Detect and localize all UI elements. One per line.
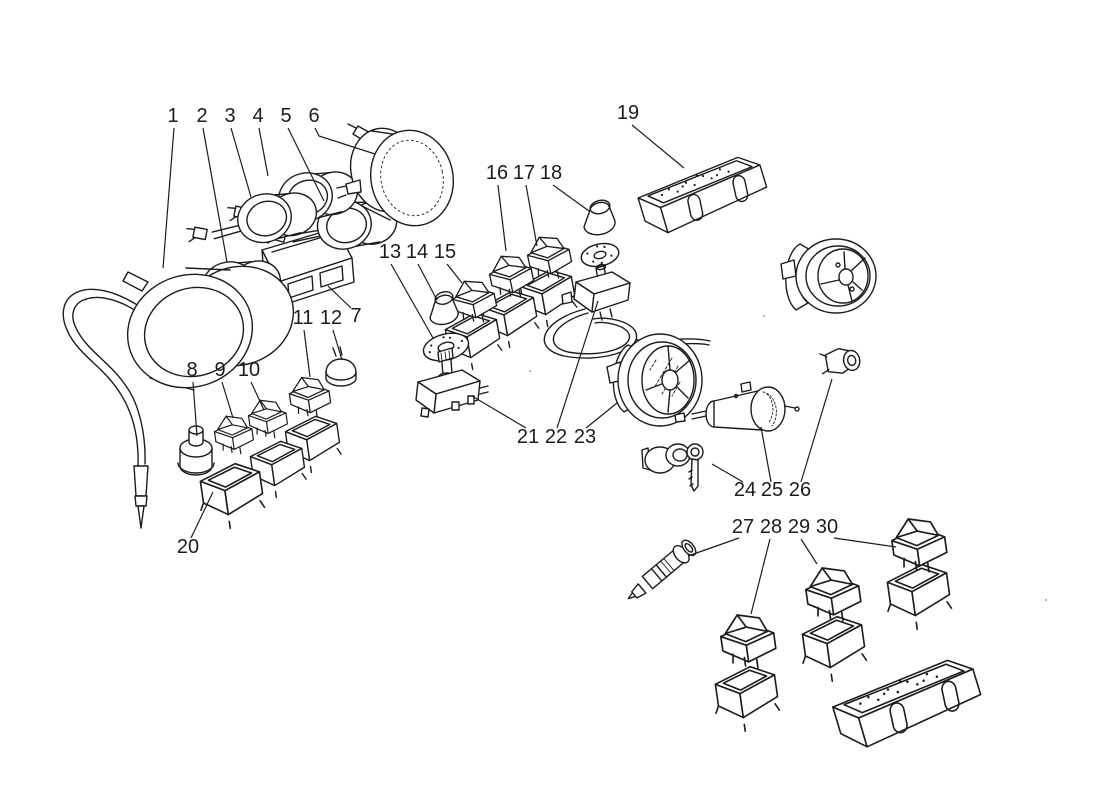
part-27-lighter [627,539,697,600]
callout-18: 18 [540,162,562,184]
callout-3: 3 [224,105,235,127]
callout-11: 11 [293,307,314,329]
callout-28: 28 [760,516,782,538]
leader-line-5 [287,127,325,202]
leader-line-22 [556,300,599,429]
leader-line-1 [162,127,175,269]
leader-line-16 [497,184,507,252]
part-28-rocker-switch [717,609,779,674]
leader-line-25 [760,426,772,483]
part-18-cap [583,199,616,236]
leader-line-18 [552,184,590,212]
callout-19: 19 [617,102,639,124]
callout-6: 6 [308,105,319,127]
leader-line-27 [687,537,740,557]
leader-line-15 [446,263,463,284]
part-1-speedometer [62,265,295,529]
leader-line-4 [258,127,269,177]
callout-29: 29 [788,516,810,538]
leader-line-11 [303,329,311,378]
callout-7: 7 [350,305,361,327]
callout-9: 9 [214,359,225,381]
callout-4: 4 [252,105,263,127]
part-29-rocker-switch [802,562,864,627]
leader-line-28 [750,538,771,615]
callout-17: 17 [513,162,535,184]
part-12-knob [325,346,357,387]
part-25-sender [674,381,800,432]
callout-16: 16 [486,162,508,184]
leader-line-20 [190,491,214,539]
callout-23: 23 [574,426,596,448]
leader-line-19 [631,124,685,169]
leader-line-23 [585,402,618,429]
callout-30: 30 [816,516,838,538]
leader-line-2 [202,127,228,263]
part-8-knob [177,425,215,476]
callout-20: 20 [177,536,199,558]
callout-8: 8 [186,359,197,381]
leader-line-14 [417,263,438,301]
callout-25: 25 [761,479,783,501]
leader-line-30 [833,537,897,548]
part-23-instrument [606,333,703,427]
leader-line-3 [230,127,252,198]
part-24-ignition-lock [641,443,704,492]
leader-line-9 [221,381,234,419]
scan-noise [84,298,1048,602]
leader-line-24 [711,463,744,483]
part-26-socket [819,347,861,375]
callout-10: 10 [238,359,260,381]
part-13-washer [422,332,470,362]
leader-line-10 [250,381,265,411]
part-30-housing [881,560,955,634]
callout-27: 27 [732,516,754,538]
callout-21: 21 [517,426,539,448]
part-escutcheon-disc [580,242,620,268]
part-29-housing [796,612,870,686]
leader-line-8 [192,381,198,437]
callout-22: 22 [545,426,567,448]
leader-line-21 [471,395,527,429]
leader-line-12 [332,329,343,361]
diagram-art [62,123,1048,754]
leader-line-26 [800,378,833,483]
leader-line-13 [390,263,434,339]
part-blower-speaker [780,238,877,314]
callout-15: 15 [434,241,456,263]
part-19-tray [633,151,773,239]
leader-line-17 [525,184,538,247]
part-large-tray [827,653,988,754]
callout-13: 13 [379,241,401,263]
callout-1: 1 [167,105,178,127]
callout-24: 24 [734,479,756,501]
part-14-boot [429,291,459,326]
part-6-tachometer [336,123,455,227]
callout-12: 12 [320,307,342,329]
callout-26: 26 [789,479,811,501]
callout-2: 2 [196,105,207,127]
callout-5: 5 [280,105,291,127]
leader-line-7 [327,285,352,309]
part-28-housing [709,662,783,736]
part-21-rotary-switch [415,347,489,418]
leader-line-29 [800,538,818,565]
part-11-rocker-switch [286,373,333,422]
callout-14: 14 [406,241,428,263]
leader-line-6 [314,127,376,155]
